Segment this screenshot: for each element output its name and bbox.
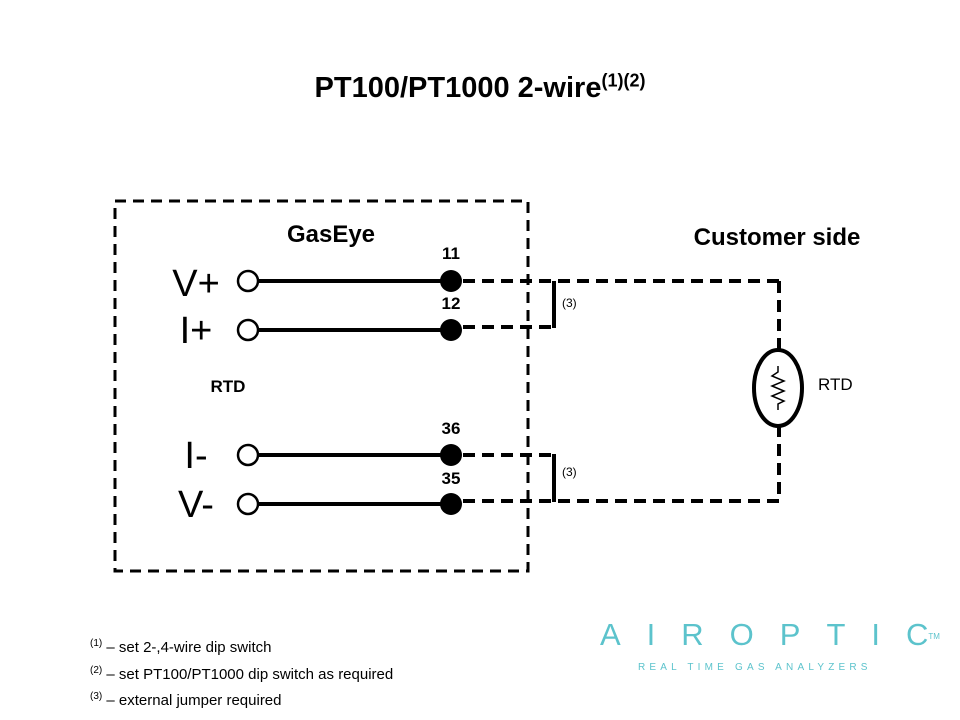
footnotes: (1) – set 2-,4-wire dip switch (2) – set… [90, 633, 393, 713]
footnote-marker: (3) [90, 691, 103, 702]
rtd-left-label: RTD [211, 377, 246, 396]
footnote-text: – external jumper required [102, 692, 282, 709]
label-i-plus: I+ [180, 310, 213, 352]
logo-trademark: TM [928, 632, 940, 641]
footnote-marker: (2) [90, 664, 103, 676]
footnote-text: – set PT100/PT1000 dip switch as require… [102, 665, 394, 683]
page-title: PT100/PT1000 2-wire(1)(2) [0, 70, 960, 105]
label-v-plus: V+ [172, 263, 220, 305]
pin-dot-35 [440, 493, 462, 515]
logo-tagline: REAL TIME GAS ANALYZERS [638, 662, 872, 673]
footnote-3: (3) – external jumper required [90, 686, 393, 713]
pin-label-35: 35 [442, 469, 461, 488]
resistor-icon [770, 366, 786, 410]
pin-label-12: 12 [442, 294, 461, 313]
footnote-1: (1) – set 2-,4-wire dip switch [90, 633, 393, 660]
terminal-i-plus [236, 318, 260, 342]
pin-dot-36 [440, 444, 462, 466]
pin-dot-11 [440, 270, 462, 292]
footnote-text: – set 2-,4-wire dip switch [102, 639, 272, 656]
title-superscript: (1)(2) [601, 70, 646, 91]
footnote-2: (2) – set PT100/PT1000 dip switch as req… [90, 660, 393, 687]
logo-wordmark: AIROPTICTM [600, 618, 940, 652]
jumper-top-note: (3) [562, 296, 577, 310]
title-main: PT100/PT1000 2-wire [314, 72, 602, 104]
logo-name: AIROPTIC [600, 617, 955, 652]
label-v-minus: V- [178, 484, 214, 526]
footnote-marker: (1) [90, 638, 103, 649]
pin-dot-12 [440, 319, 462, 341]
terminal-v-plus [236, 269, 260, 293]
rtd-right-label: RTD [818, 375, 853, 394]
gaseye-enclosure [113, 199, 530, 573]
terminal-v-minus [236, 492, 260, 516]
pin-label-36: 36 [442, 419, 461, 438]
jumper-bottom-note: (3) [562, 465, 577, 479]
gaseye-label: GasEye [287, 221, 375, 248]
customer-side-label: Customer side [694, 224, 861, 251]
label-i-minus: I- [184, 435, 207, 477]
airoptic-logo: AIROPTICTM REAL TIME GAS ANALYZERS [600, 618, 940, 674]
terminal-i-minus [236, 443, 260, 467]
pin-label-11: 11 [442, 244, 460, 263]
